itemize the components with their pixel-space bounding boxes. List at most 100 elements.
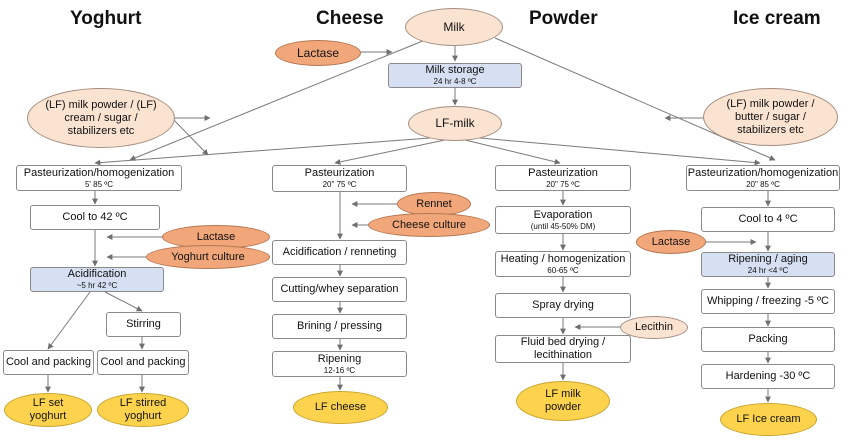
yoghurt-cool-packing-set-node: Cool and packing [3, 350, 94, 375]
column-title-powder: Powder [529, 8, 598, 29]
cheese-cutting-label: Cutting/whey separation [280, 283, 399, 295]
cheese-pasteurization-node: Pasteurization 20" 75 ºC [272, 165, 407, 192]
icecream-ripening-label: Ripening / aging [728, 253, 808, 265]
yoghurt-culture-label: Yoghurt culture [171, 250, 245, 263]
icecream-pasteurization-node: Pasteurization/homogenization 20" 85 ºC [686, 165, 840, 191]
icecream-hardening-label: Hardening -30 ºC [725, 370, 811, 382]
arrow-yog-additives-b [171, 117, 209, 156]
cheese-culture-label: Cheese culture [392, 218, 466, 231]
icecream-ripening-sub: 24 hr <4 ºC [747, 266, 789, 275]
product-lf-set-yoghurt-label: LF set yoghurt [29, 397, 67, 422]
cheese-cutting-node: Cutting/whey separation [272, 277, 407, 302]
yoghurt-pasteurization-sub: 5' 85 ºC [84, 179, 114, 189]
powder-spray-label: Spray drying [532, 299, 594, 311]
cheese-ripening-label: Ripening [317, 352, 362, 365]
powder-evaporation-sub: (until 45-50% DM) [530, 221, 596, 231]
yoghurt-cool-label: Cool to 42 ºC [62, 211, 128, 223]
icecream-additives-node: (LF) milk powder / butter / sugar / stab… [703, 88, 838, 146]
arrow-yog-to-set [47, 291, 91, 350]
powder-heating-node: Heating / homogenization 60-65 ºC [495, 251, 631, 277]
cheese-culture-node: Cheese culture [368, 213, 490, 237]
milk-storage-sub: 24 hr 4-8 ºC [433, 77, 477, 86]
powder-fluid-bed-label: Fluid bed drying / lecithination [520, 336, 606, 361]
icecream-whipping-node: Whipping / freezing -5 ºC [701, 289, 835, 314]
powder-pasteurization-label: Pasteurization [528, 166, 598, 179]
icecream-cool-label: Cool to 4 ºC [738, 213, 798, 225]
arrow-lfmilk-to-cheese [334, 139, 446, 165]
cheese-rennet-node: Rennet [397, 192, 471, 216]
milk-node: Milk [405, 8, 503, 46]
yoghurt-pasteurization-label: Pasteurization/homogenization [23, 166, 175, 179]
yoghurt-lactase-label: Lactase [196, 230, 236, 243]
arrow-lfmilk-to-powder [464, 139, 561, 165]
powder-evaporation-label: Evaporation [533, 208, 593, 221]
icecream-pasteurization-label: Pasteurization/homogenization [687, 166, 839, 179]
yoghurt-culture-node: Yoghurt culture [146, 245, 270, 269]
powder-heating-sub: 60-65 ºC [547, 265, 579, 275]
icecream-pasteurization-sub: 20" 85 ºC [746, 179, 780, 189]
product-lf-stirred-yoghurt: LF stirred yoghurt [97, 393, 189, 427]
yoghurt-stirring-label: Stirring [126, 318, 161, 330]
cheese-brining-node: Brining / pressing [272, 314, 407, 339]
cheese-ripening-sub: 12-16 ºC [323, 365, 356, 375]
cheese-pasteurization-label: Pasteurization [304, 167, 375, 179]
milk-storage-label: Milk storage [425, 64, 485, 76]
yoghurt-stirring-node: Stirring [106, 312, 181, 337]
product-lf-milk-powder: LF milk powder [516, 381, 610, 421]
milk-storage-node: Milk storage 24 hr 4-8 ºC [388, 63, 522, 88]
yoghurt-cool-packing-stirred-label: Cool and packing [100, 356, 186, 368]
powder-evaporation-node: Evaporation (until 45-50% DM) [495, 206, 631, 234]
icecream-lactase-label: Lactase [651, 235, 691, 248]
powder-pasteurization-sub: 20" 75 ºC [546, 179, 580, 189]
yoghurt-cool-packing-stirred-node: Cool and packing [97, 350, 189, 375]
icecream-additives-label: (LF) milk powder / butter / sugar / stab… [726, 97, 815, 136]
icecream-packing-node: Packing [701, 327, 835, 352]
powder-fluid-bed-node: Fluid bed drying / lecithination [495, 335, 631, 363]
column-title-yoghurt: Yoghurt [70, 8, 142, 29]
product-lf-cheese-label: LF cheese [314, 401, 367, 413]
product-lf-milk-powder-label: LF milk powder [544, 388, 582, 413]
cheese-ripening-node: Ripening 12-16 ºC [272, 351, 407, 377]
powder-pasteurization-node: Pasteurization 20" 75 ºC [495, 165, 631, 191]
cheese-brining-label: Brining / pressing [297, 320, 382, 332]
icecream-cool-node: Cool to 4 ºC [701, 207, 835, 232]
column-title-ice-cream: Ice cream [733, 8, 821, 29]
lf-milk-node: LF-milk [408, 106, 502, 141]
product-lf-stirred-yoghurt-label: LF stirred yoghurt [119, 397, 167, 422]
icecream-hardening-node: Hardening -30 ºC [701, 364, 835, 389]
icecream-whipping-label: Whipping / freezing -5 ºC [706, 295, 829, 307]
lactase-label: Lactase [296, 45, 340, 60]
yoghurt-acidification-label: Acidification [67, 268, 127, 280]
arrow-milk-to-yoghurt [129, 37, 431, 161]
product-lf-ice-cream-label: LF Ice cream [736, 413, 801, 425]
yoghurt-cool-packing-set-label: Cool and packing [5, 356, 91, 368]
arrow-lfmilk-to-icecream [479, 137, 761, 166]
cheese-pasteurization-sub: 20" 75 ºC [322, 180, 357, 189]
cheese-rennet-label: Rennet [416, 197, 452, 210]
cheese-acidification-node: Acidification / renneting [272, 240, 407, 265]
arrow-yog-to-stirring [104, 291, 143, 312]
column-title-cheese: Cheese [316, 8, 384, 29]
powder-spray-node: Spray drying [495, 293, 631, 318]
powder-heating-label: Heating / homogenization [500, 252, 626, 265]
yoghurt-additives-node: (LF) milk powder / (LF) cream / sugar / … [27, 88, 175, 148]
yoghurt-acidification-node: Acidification ~5 hr 42 ºC [30, 267, 164, 292]
yoghurt-acidification-sub: ~5 hr 42 ºC [76, 281, 118, 290]
lactase-node-top: Lactase [275, 40, 361, 66]
yoghurt-cool-node: Cool to 42 ºC [30, 205, 160, 230]
powder-lecithin-label: Lecithin [635, 321, 673, 333]
product-lf-ice-cream: LF Ice cream [720, 403, 817, 436]
arrow-lfmilk-to-yoghurt [94, 137, 431, 166]
lf-milk-label: LF-milk [435, 116, 475, 130]
icecream-ripening-node: Ripening / aging 24 hr <4 ºC [701, 252, 835, 277]
product-lf-cheese: LF cheese [293, 391, 388, 424]
icecream-packing-label: Packing [748, 333, 788, 345]
yoghurt-additives-label: (LF) milk powder / (LF) cream / sugar / … [45, 98, 157, 137]
cheese-acidification-label: Acidification / renneting [282, 246, 397, 258]
icecream-lactase-node: Lactase [636, 230, 706, 254]
yoghurt-pasteurization-node: Pasteurization/homogenization 5' 85 ºC [16, 165, 182, 191]
powder-lecithin-node: Lecithin [620, 316, 688, 339]
product-lf-set-yoghurt: LF set yoghurt [4, 393, 92, 427]
milk-label: Milk [443, 19, 465, 34]
